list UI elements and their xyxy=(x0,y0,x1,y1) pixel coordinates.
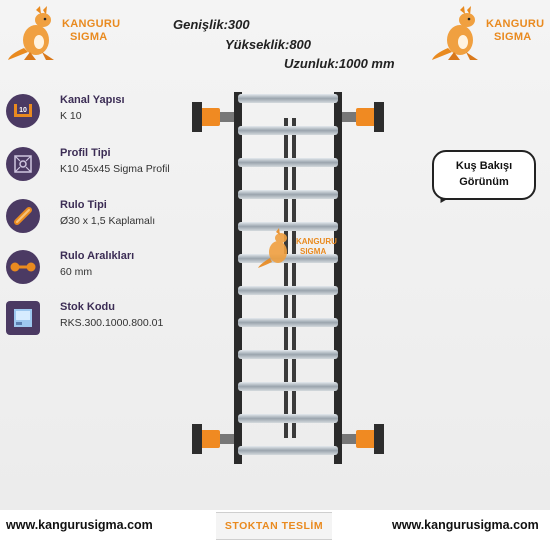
channel-k10-icon: 10 xyxy=(6,94,40,128)
left-side-rail xyxy=(234,92,242,464)
stock-code-icon xyxy=(6,301,40,335)
roller-spacing-icon xyxy=(6,250,40,284)
roller-icon xyxy=(6,199,40,233)
stock-delivery-button[interactable]: STOKTAN TESLİM xyxy=(216,512,332,540)
bracket-bottom-right xyxy=(342,424,384,454)
watermark-brand-line1: KANGURU xyxy=(296,237,337,246)
roller-conveyor-top-view xyxy=(192,92,384,464)
spec-profile: Profil Tipi K10 45x45 Sigma Profil xyxy=(6,147,196,187)
roller xyxy=(238,158,338,167)
brand-logo-right[interactable]: KANGURU SIGMA xyxy=(430,4,544,64)
spec-value: K10 45x45 Sigma Profil xyxy=(60,163,170,175)
brand-name-line2: SIGMA xyxy=(70,31,108,43)
spec-value: RKS.300.1000.800.01 xyxy=(60,317,164,329)
watermark-brand-line2: SIGMA xyxy=(300,247,327,256)
spec-label: Profil Tipi xyxy=(60,147,111,159)
bracket-top-right xyxy=(342,102,384,132)
spec-channel: 10 Kanal Yapısı K 10 xyxy=(6,94,196,134)
spec-value: K 10 xyxy=(60,110,82,122)
spec-roller-spacing: Rulo Aralıkları 60 mm xyxy=(6,250,196,290)
rollers xyxy=(238,94,338,455)
spec-label: Kanal Yapısı xyxy=(60,94,125,106)
brand-name-line1: KANGURU xyxy=(62,18,121,30)
roller xyxy=(238,414,338,423)
spec-label: Rulo Tipi xyxy=(60,199,107,211)
roller xyxy=(238,286,338,295)
brand-name-line1: KANGURU xyxy=(486,18,545,30)
spec-roller: Rulo Tipi Ø30 x 1,5 Kaplamalı xyxy=(6,199,196,239)
view-label-line2: Görünüm xyxy=(459,176,509,188)
watermark-logo xyxy=(258,228,287,268)
roller xyxy=(238,222,338,231)
view-label-bubble: Kuş Bakışı Görünüm xyxy=(432,150,536,200)
view-label-line1: Kuş Bakışı xyxy=(455,160,513,172)
watermark-brand: KANGURU SIGMA xyxy=(296,237,337,257)
roller xyxy=(238,318,338,327)
roller xyxy=(238,190,338,199)
dimension-width: Genişlik:300 xyxy=(173,17,250,32)
spec-value: 60 mm xyxy=(60,266,93,278)
brand-name-line2: SIGMA xyxy=(494,31,532,43)
bracket-top-left xyxy=(192,102,234,132)
website-link-right[interactable]: www.kangurusigma.com xyxy=(392,518,539,532)
brand-logo-left[interactable]: KANGURU SIGMA xyxy=(6,4,120,64)
bracket-bottom-left xyxy=(192,424,234,454)
profile-cross-section-icon xyxy=(6,147,40,181)
spec-label: Stok Kodu xyxy=(60,301,115,313)
roller xyxy=(238,382,338,391)
dimension-length: Uzunluk:1000 mm xyxy=(284,56,395,71)
roller xyxy=(238,350,338,359)
dimension-height: Yükseklik:800 xyxy=(225,37,312,52)
roller xyxy=(238,126,338,135)
kangaroo-logo-icon xyxy=(8,6,54,60)
roller xyxy=(238,254,338,263)
spec-label: Rulo Aralıkları xyxy=(60,250,135,262)
roller xyxy=(238,446,338,455)
spec-stock-code: Stok Kodu RKS.300.1000.800.01 xyxy=(6,301,196,341)
right-side-rail xyxy=(334,92,342,464)
roller xyxy=(238,94,338,103)
kangaroo-logo-icon xyxy=(432,6,478,60)
website-link-left[interactable]: www.kangurusigma.com xyxy=(6,518,153,532)
spec-value: Ø30 x 1,5 Kaplamalı xyxy=(60,215,156,227)
svg-text:10: 10 xyxy=(19,107,27,114)
